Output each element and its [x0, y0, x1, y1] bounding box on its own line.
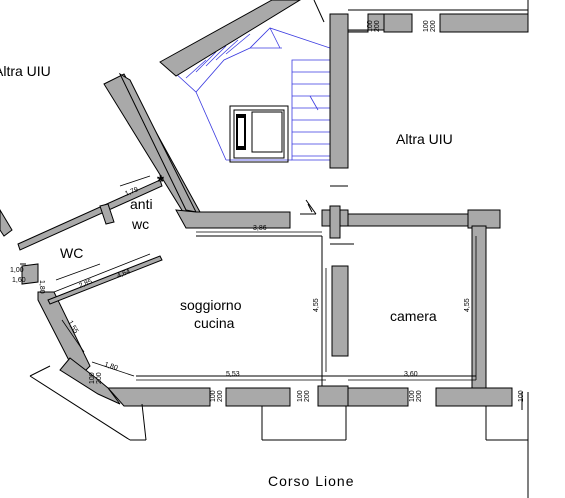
window-code-200-top-a: 200	[374, 20, 381, 32]
dim-455-right: 4,55	[464, 298, 471, 312]
room-label-altra-uiu-right: Altra UIU	[396, 131, 453, 147]
room-label-altra-uiu-left: Altra UIU	[0, 63, 51, 79]
dim-386: 3,86	[253, 225, 267, 232]
dim-179: 1,79	[124, 186, 139, 198]
dim-100-left: 1,00	[10, 267, 24, 274]
window-code-100-e: 100	[297, 390, 304, 402]
staircase	[173, 27, 331, 161]
dim-285: 2,85	[78, 278, 93, 290]
dimension-lines	[53, 175, 477, 381]
dim-180-bottom: 1,80	[103, 361, 118, 372]
dim-180-left: 1,80	[38, 280, 45, 294]
walls	[0, 0, 529, 407]
room-label-anti: anti	[130, 196, 153, 212]
window-code-100-h: 100	[518, 390, 525, 402]
window-code-200-e: 200	[304, 390, 311, 402]
outline-lines	[20, 0, 529, 498]
dim-160: 1,60	[12, 277, 26, 284]
elevator-icon	[229, 105, 289, 163]
room-label-camera: camera	[390, 308, 437, 324]
window-code-100-top-c: 100	[423, 20, 430, 32]
window-code-100-top-a: 100	[367, 20, 374, 32]
asterisk-marker: *	[157, 172, 164, 192]
dim-464: 4,64	[116, 268, 131, 280]
room-label-soggiorno: soggiorno	[180, 297, 242, 313]
dim-360: 3,60	[404, 371, 418, 378]
street-label: Corso Lione	[268, 473, 355, 489]
window-code-100-a: 100	[89, 372, 96, 384]
room-label-wc: WC	[60, 245, 83, 261]
room-label-wc-small: wc	[131, 216, 149, 232]
window-code-100-g: 100	[409, 390, 416, 402]
window-code-200-c: 200	[217, 390, 224, 402]
window-code-200-a: 200	[96, 372, 103, 384]
dim-455-left: 4,55	[313, 298, 320, 312]
window-code-200-top-c: 200	[430, 20, 437, 32]
window-code-200-g: 200	[416, 390, 423, 402]
window-code-100-c: 100	[210, 390, 217, 402]
room-label-cucina: cucina	[194, 315, 235, 331]
dim-553: 5,53	[226, 371, 240, 378]
